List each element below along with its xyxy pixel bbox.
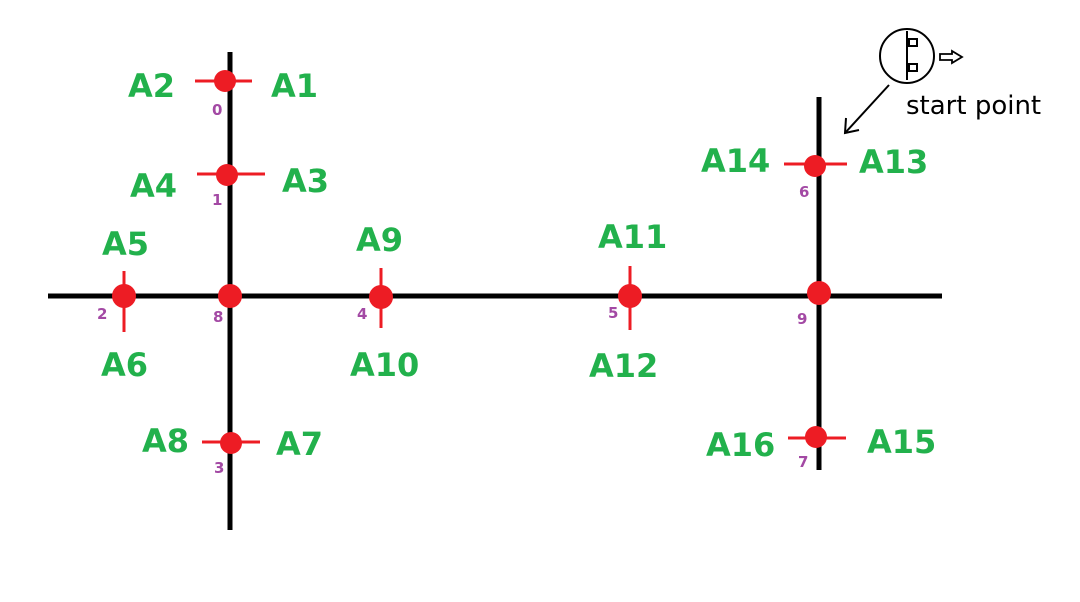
area-label-a16: A16 (706, 426, 775, 464)
node-dot-0 (214, 70, 236, 92)
area-labels: A1 A2 A3 A4 A5 A6 A7 A8 A9 A10 A11 A12 A… (101, 67, 936, 464)
node-number-5: 5 (608, 304, 618, 322)
area-label-a4: A4 (130, 167, 177, 205)
area-label-a3: A3 (282, 162, 329, 200)
node-dot-4 (369, 285, 393, 309)
node-number-8: 8 (213, 308, 223, 326)
node-dot-2 (112, 284, 136, 308)
node-dot-1 (216, 164, 238, 186)
area-label-a15: A15 (867, 423, 936, 461)
node-dot-8 (218, 284, 242, 308)
node-number-1: 1 (212, 191, 222, 209)
area-label-a11: A11 (598, 218, 667, 256)
area-label-a14: A14 (701, 142, 770, 180)
node-dot-7 (805, 426, 827, 448)
node-number-7: 7 (798, 453, 808, 471)
area-label-a13: A13 (859, 143, 928, 181)
node-number-4: 4 (357, 305, 367, 323)
start-arrow-icon (843, 84, 890, 135)
node-number-3: 3 (214, 459, 224, 477)
area-label-a2: A2 (128, 67, 175, 105)
nodes (112, 70, 831, 454)
area-label-a10: A10 (350, 346, 419, 384)
node-numbers: 0 1 2 3 4 5 6 7 8 9 (97, 101, 809, 477)
area-label-a1: A1 (271, 67, 318, 105)
area-label-a12: A12 (589, 347, 658, 385)
area-label-a9: A9 (356, 221, 403, 259)
node-dot-3 (220, 432, 242, 454)
robot-icon (879, 28, 964, 84)
node-dot-9 (807, 281, 831, 305)
node-dot-6 (804, 155, 826, 177)
area-label-a7: A7 (276, 425, 323, 463)
area-label-a5: A5 (102, 225, 149, 263)
node-number-9: 9 (797, 310, 807, 328)
start-point-label: start point (906, 91, 1041, 121)
node-number-6: 6 (799, 183, 809, 201)
node-number-2: 2 (97, 305, 107, 323)
node-dot-5 (618, 284, 642, 308)
area-label-a8: A8 (142, 422, 189, 460)
area-label-a6: A6 (101, 346, 148, 384)
node-number-0: 0 (212, 101, 222, 119)
